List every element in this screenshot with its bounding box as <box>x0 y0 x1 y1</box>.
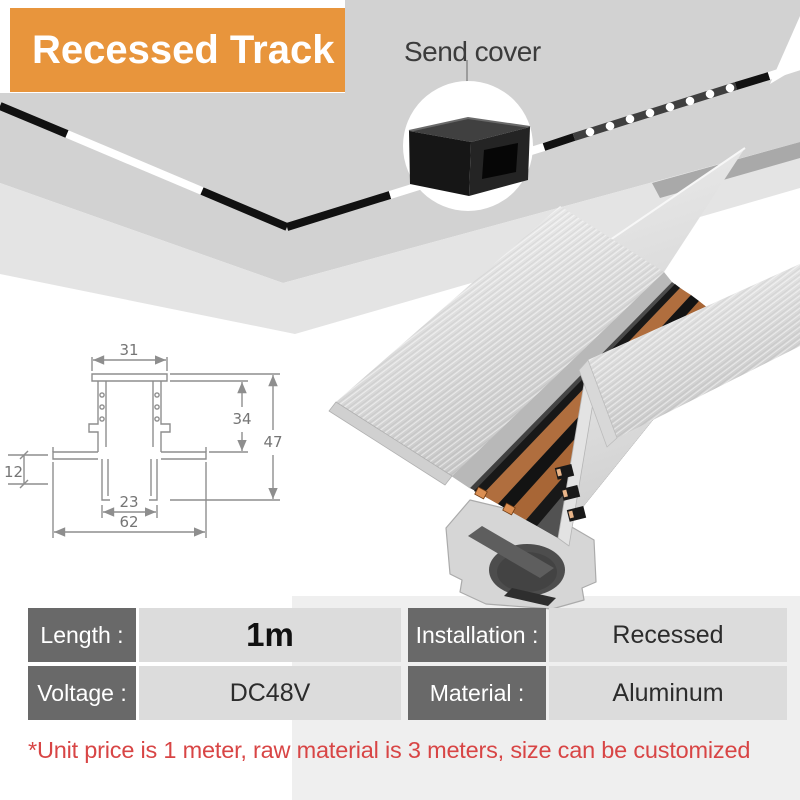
spec-label-installation: Installation : <box>408 608 546 662</box>
contact-blocks <box>554 464 587 522</box>
dim-total-height: 47 <box>263 433 282 451</box>
right-fin-ridges <box>588 264 800 438</box>
spec-value-material: Aluminum <box>549 666 787 720</box>
led-dots <box>585 83 735 137</box>
product-3d-render <box>328 147 800 610</box>
dim-top-width: 31 <box>119 341 138 359</box>
spec-label-voltage: Voltage : <box>28 666 136 720</box>
dimension-lines <box>8 355 280 538</box>
profile-outline <box>52 373 207 501</box>
title-banner: Recessed Track <box>10 8 345 92</box>
cover-callout-inset <box>403 60 533 211</box>
footnote-text: *Unit price is 1 meter, raw material is … <box>28 737 751 763</box>
left-fin-ridges <box>336 206 664 476</box>
spec-label-length: Length : <box>28 608 136 662</box>
track-cover-piece <box>408 116 531 196</box>
dim-flange-height: 12 <box>4 463 23 481</box>
dimension-labels: 31 34 47 12 23 62 <box>4 341 283 531</box>
spec-label-material: Material : <box>408 666 546 720</box>
spec-value-voltage: DC48V <box>139 666 401 720</box>
dim-inner-height: 34 <box>232 410 251 428</box>
spec-value-installation: Recessed <box>549 608 787 662</box>
dimension-drawing: 31 34 47 12 23 62 <box>4 341 283 538</box>
spec-value-length: 1m <box>139 608 401 662</box>
dim-total-width: 62 <box>119 513 138 531</box>
send-cover-label: Send cover <box>404 36 541 67</box>
dim-opening-width: 23 <box>119 493 138 511</box>
title-banner-label: Recessed Track <box>32 27 335 72</box>
